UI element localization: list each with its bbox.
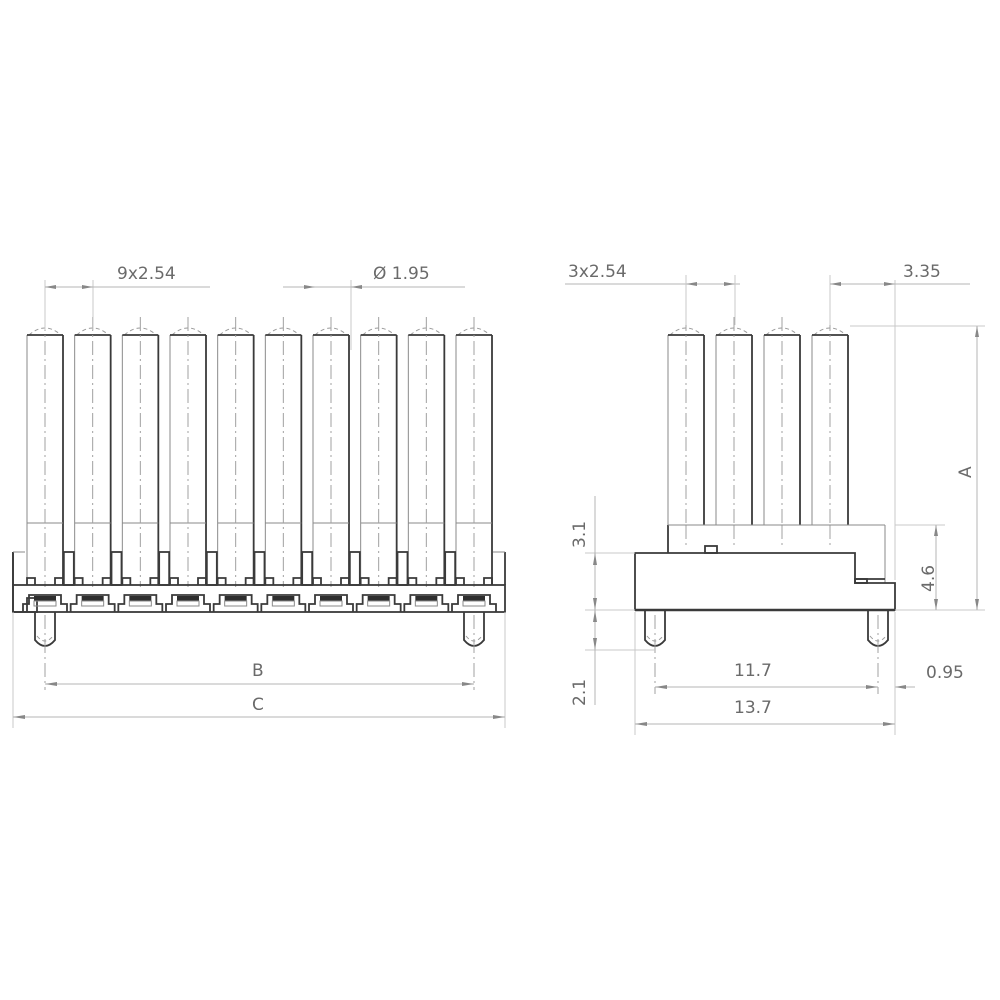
front-pins [26, 317, 493, 587]
front-top-dimensions: 9x2.54 Ø 1.95 [44, 264, 465, 350]
side-top-dimensions: 3x2.54 3.35 [565, 262, 970, 580]
side-right-dimensions: A 4.6 [850, 325, 985, 611]
pin [360, 317, 398, 587]
pin [407, 317, 446, 587]
pin [169, 317, 207, 587]
diameter-label: Ø 1.95 [373, 264, 430, 284]
pin [26, 317, 64, 587]
height-a-label: A [956, 466, 976, 478]
housing-cell [158, 551, 211, 612]
housing-cell [110, 551, 164, 612]
pin [74, 317, 112, 587]
width-117-label: 11.7 [734, 661, 772, 681]
height-31-label: 3.1 [570, 521, 590, 548]
housing-cell [348, 551, 402, 612]
housing-cell [253, 551, 307, 612]
pin [455, 317, 493, 587]
pitch-label: 9x2.54 [117, 264, 176, 284]
housing-cell [444, 551, 497, 612]
pin [715, 317, 753, 527]
pin [667, 317, 705, 527]
housing-cell [62, 551, 116, 612]
housing-cell [301, 551, 354, 612]
side-pitch-label: 3x2.54 [568, 262, 627, 282]
side-left-dimensions: 3.1 2.1 [570, 496, 655, 706]
front-housing-cells [22, 551, 497, 612]
side-pins [667, 317, 849, 545]
side-bottom-dimensions: 11.7 0.95 13.7 [634, 612, 964, 735]
pin [312, 317, 350, 587]
width-137-label: 13.7 [734, 698, 772, 718]
pin [264, 317, 303, 587]
side-view: 3x2.54 3.35 A 4.6 [565, 262, 985, 735]
dimension-b-label: B [252, 661, 264, 681]
housing-cell [396, 551, 450, 612]
front-bottom-dimensions: B C [12, 612, 506, 728]
housing-cell [205, 551, 259, 612]
front-housing [12, 551, 506, 613]
front-leads [34, 612, 485, 690]
front-view: 9x2.54 Ø 1.95 B C [12, 264, 506, 728]
offset-label: 3.35 [903, 262, 941, 282]
height-46-label: 4.6 [919, 565, 939, 592]
dimension-c-label: C [252, 695, 264, 715]
pin [217, 317, 255, 587]
pin [121, 317, 160, 587]
lead-21-label: 2.1 [570, 679, 590, 706]
pin [763, 317, 801, 527]
edge-095-label: 0.95 [926, 663, 964, 683]
pin [811, 317, 849, 527]
